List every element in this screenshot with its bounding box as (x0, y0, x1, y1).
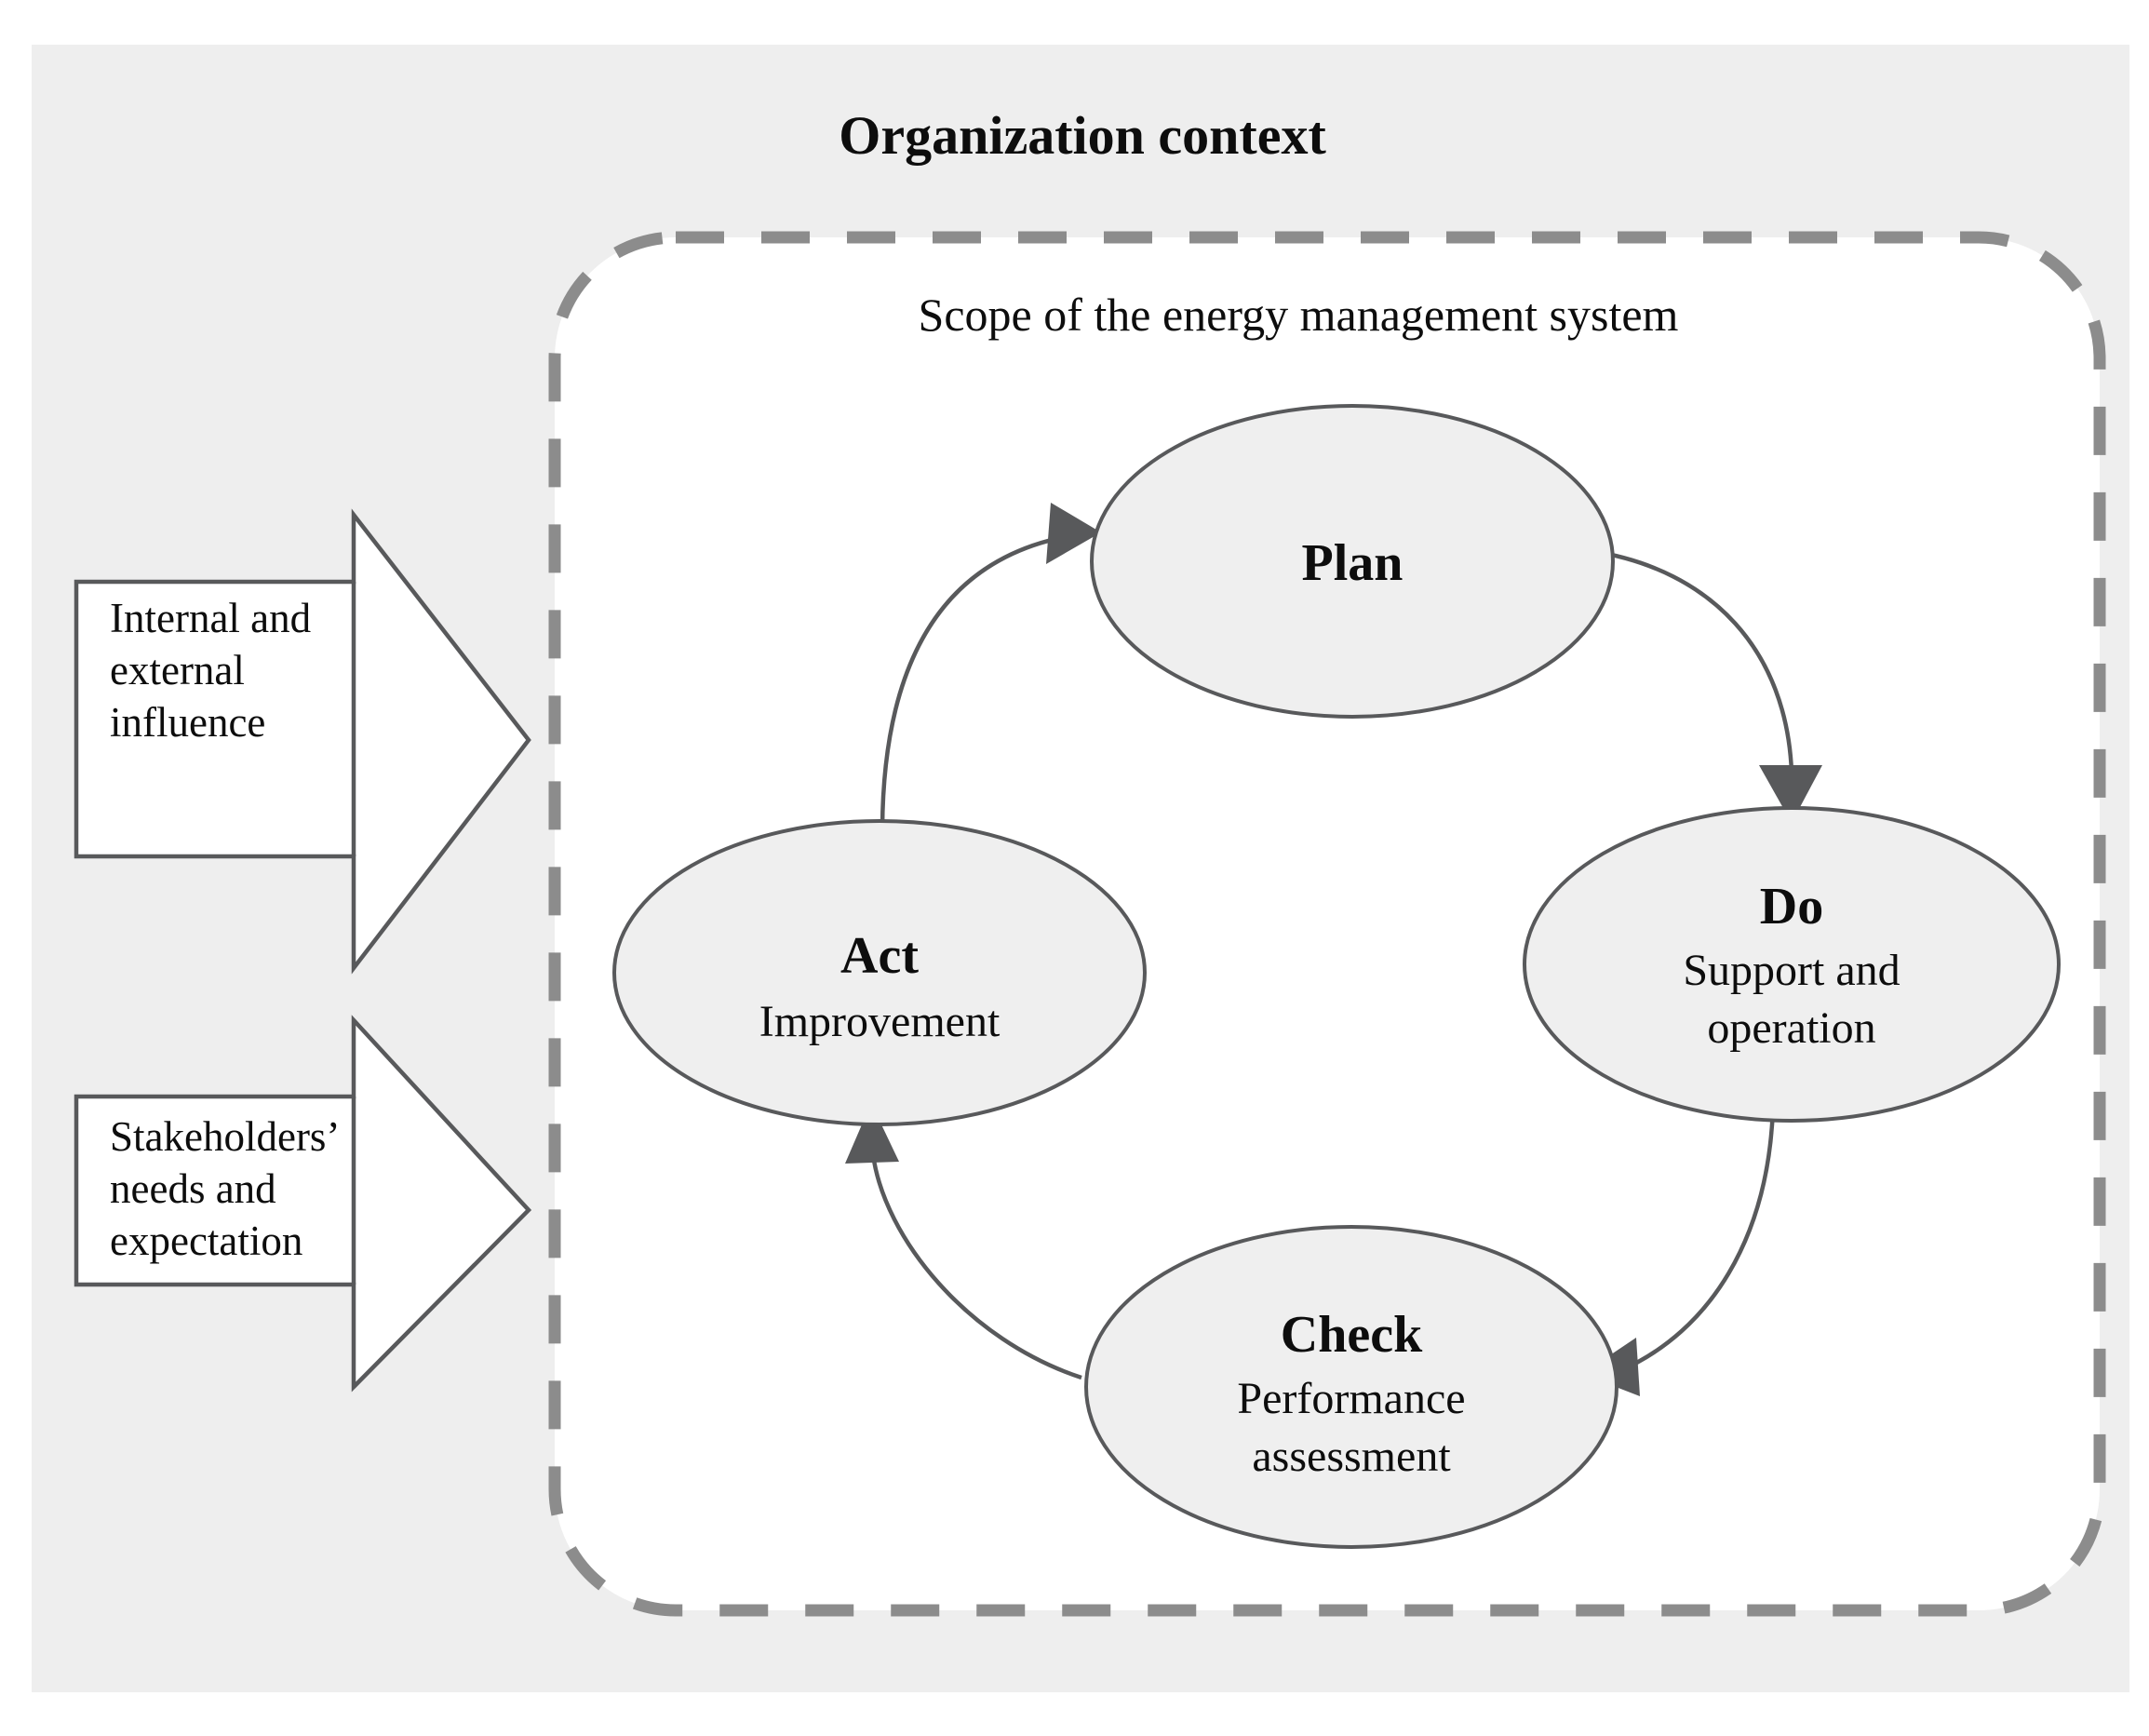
input-arrow-stakeholders-shape (74, 1015, 532, 1393)
scope-dashed-border (548, 231, 2106, 1617)
node-do-title: Do (1760, 878, 1823, 935)
node-check-subtitle-line-2: assessment (1252, 1432, 1451, 1481)
node-act[interactable]: Act Improvement (612, 819, 1147, 1126)
flow-plan-to-do (1591, 548, 1822, 823)
node-check-shape[interactable] (1084, 1225, 1618, 1549)
node-act-title: Act (840, 927, 919, 985)
flow-check-to-act-arrowhead (845, 1103, 899, 1164)
node-act-shape[interactable] (612, 819, 1147, 1126)
node-do-subtitle-line-1: Support and (1683, 946, 1900, 995)
input-stakeholders-line-2: needs and (110, 1165, 276, 1212)
scope-area-fill (555, 237, 2100, 1610)
node-check-subtitle-line-1: Performance (1237, 1374, 1465, 1423)
input-arrow-stakeholders: Stakeholders’ needs and expectation (74, 1015, 532, 1393)
node-plan-title: Plan (1302, 534, 1404, 592)
input-influence-line-3: influence (110, 699, 265, 746)
input-influence-line-1: Internal and (110, 595, 311, 641)
page-title: Organization context (839, 105, 1326, 166)
flow-do-to-check-path (1618, 1107, 1776, 1374)
flow-act-to-plan-path (880, 533, 1069, 834)
node-do-subtitle-line-2: operation (1707, 1003, 1875, 1053)
flow-plan-to-do-arrowhead (1759, 765, 1822, 823)
input-stakeholders-line-3: expectation (110, 1218, 302, 1264)
flow-act-to-plan (880, 503, 1101, 834)
node-check[interactable]: Check Performance assessment (1084, 1225, 1618, 1549)
node-do[interactable]: Do Support and operation (1523, 806, 2061, 1123)
input-influence-line-2: external (110, 647, 245, 693)
flow-check-to-act (845, 1103, 1082, 1380)
input-stakeholders-line-1: Stakeholders’ (110, 1113, 340, 1160)
node-do-shape[interactable] (1523, 806, 2061, 1123)
node-act-subtitle-line-1: Improvement (759, 997, 1001, 1046)
node-plan-shape[interactable] (1090, 404, 1615, 719)
flow-check-to-act-path (870, 1153, 1082, 1380)
node-check-title: Check (1281, 1306, 1423, 1364)
input-arrow-influence: Internal and external influence (74, 508, 531, 975)
flow-plan-to-do-path (1591, 548, 1794, 774)
node-plan[interactable]: Plan (1090, 404, 1615, 719)
input-arrow-influence-shape (74, 508, 531, 975)
scope-label: Scope of the energy management system (919, 289, 1679, 341)
flow-act-to-plan-arrowhead (1046, 503, 1101, 564)
